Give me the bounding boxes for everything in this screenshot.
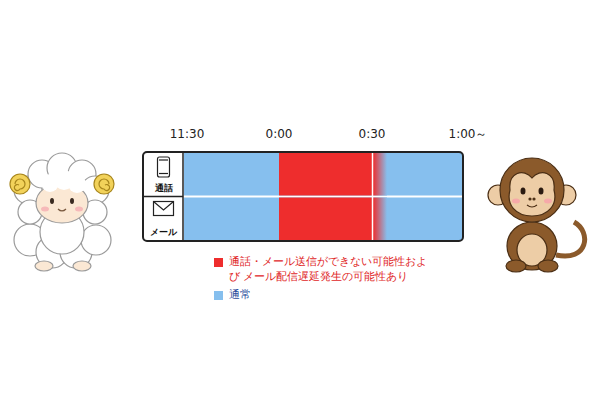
legend-entry: 通常 [214, 287, 434, 302]
time-label: 11:30 [170, 127, 205, 141]
timeline-bars [143, 152, 463, 241]
row-icon-cell: メール [144, 197, 183, 240]
time-label: 0:30 [359, 127, 386, 141]
legend-swatch [214, 258, 223, 267]
row-label: 通話 [155, 184, 173, 194]
time-label: 1:00～ [449, 127, 488, 141]
monkey-illustration [488, 158, 585, 272]
legend-swatch [214, 291, 223, 300]
row-label: メール [150, 228, 177, 238]
sheep-illustration [10, 153, 114, 271]
legend-text: 通話・メール送信ができない可能性および メール配信遅延発生の可能性あり [229, 254, 434, 283]
legend-text: 通常 [229, 287, 434, 302]
phone-icon [158, 157, 170, 177]
mail-icon [154, 202, 174, 216]
row-icon-cell: 通話 [144, 153, 183, 196]
time-label: 0:00 [266, 127, 293, 141]
legend-entry: 通話・メール送信ができない可能性および メール配信遅延発生の可能性あり [214, 254, 434, 283]
